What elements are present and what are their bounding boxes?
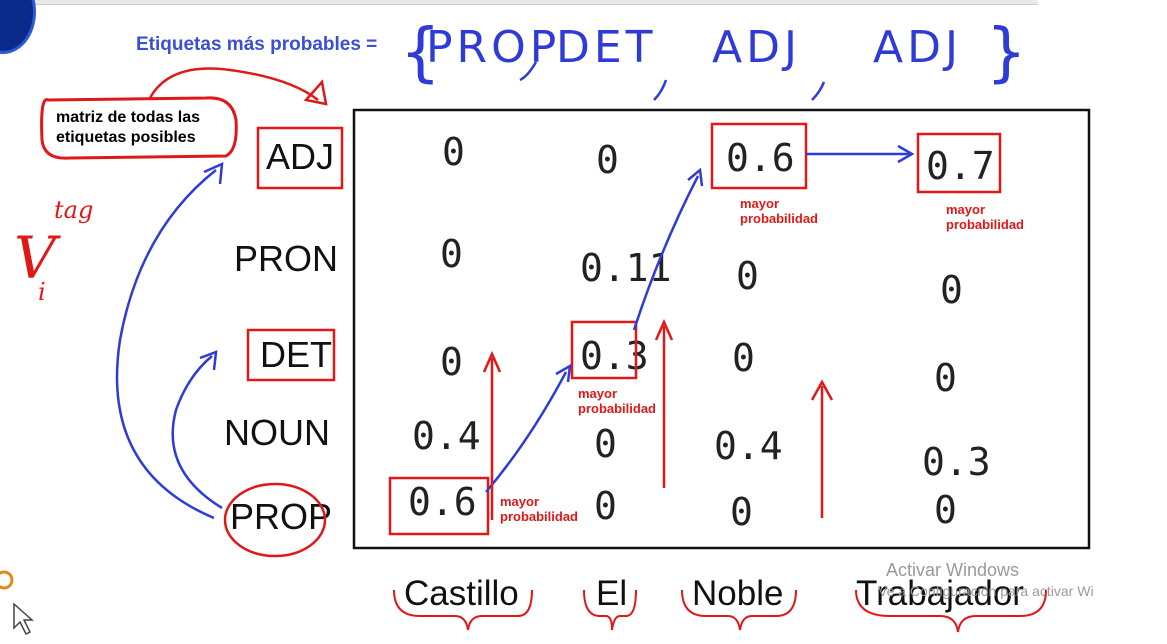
best-box-adj-noble (710, 122, 808, 190)
note-line1: mayor (946, 202, 986, 217)
word-noble: Noble (692, 574, 784, 613)
cell-prop-noble: 0 (730, 490, 753, 534)
best-box-det-el (570, 320, 638, 380)
cell-det-castillo: 0 (440, 340, 463, 384)
page-title: Etiquetas más probables = (136, 34, 378, 55)
note-line2: probabilidad (946, 217, 1024, 232)
cell-prop-trabajador: 0 (934, 488, 957, 532)
windows-watermark-title: Activar Windows (886, 560, 1020, 580)
note-line1: mayor (500, 494, 540, 509)
note-line2: probabilidad (578, 401, 656, 416)
cell-noun-el: 0 (594, 422, 617, 466)
callout-text: matriz de todas las etiquetas posibles (56, 109, 201, 146)
tag-box-det (246, 328, 336, 382)
seq-tag-4: ADJ (873, 22, 962, 73)
word-brace-noble (681, 589, 797, 631)
tag-label-noun: NOUN (224, 412, 330, 453)
word-castillo: Castillo (404, 574, 519, 613)
seq-tag-2: DET (556, 22, 657, 73)
cell-det-noble: 0 (732, 336, 755, 380)
cell-pron-trabajador: 0 (940, 268, 963, 312)
best-box-adj-trabajador (916, 132, 1002, 194)
tag-circle-prop (223, 482, 327, 558)
cell-adj-noble: 0.6 (726, 136, 795, 180)
viterbi-symbol-base: V (14, 224, 56, 292)
path-arrow-1 (485, 371, 568, 493)
color-palette-icon (0, 570, 14, 590)
note-line2: probabilidad (740, 211, 818, 226)
word-brace-el (583, 589, 637, 631)
tag-label-det: DET (260, 334, 332, 375)
tags-arrow-to-adj (115, 169, 217, 520)
callout-arrow (148, 67, 319, 101)
matrix-frame (352, 108, 1091, 550)
tag-label-prop: PROP (230, 496, 333, 537)
cell-prop-el: 0 (594, 484, 617, 528)
path-arrow-2 (632, 175, 700, 331)
close-brace-icon: } (986, 16, 1031, 90)
cell-noun-trabajador: 0.3 (922, 440, 991, 484)
tag-label-pron: PRON (234, 238, 339, 279)
word-el: El (596, 574, 628, 613)
cell-noun-noble: 0.4 (714, 424, 783, 468)
cell-adj-castillo: 0 (442, 130, 465, 174)
cell-pron-castillo: 0 (440, 232, 463, 276)
word-brace-castillo (393, 589, 533, 631)
viterbi-symbol-subscript: i (38, 278, 46, 306)
note-line1: mayor (740, 196, 780, 211)
seq-tag-3: ADJ (712, 22, 801, 73)
word-brace-trabajador (855, 589, 1047, 633)
cell-prop-castillo: 0.6 (408, 480, 477, 524)
cell-adj-trabajador: 0.7 (926, 144, 995, 188)
note-line1: mayor (578, 386, 618, 401)
windows-watermark-subtitle: Ve a Configuración para activar Wi (878, 583, 1094, 599)
tags-arrow-to-det (171, 355, 223, 510)
open-brace-icon: { (400, 16, 445, 90)
best-box-prop-castillo (388, 476, 490, 536)
cursor-icon (13, 602, 34, 636)
cell-adj-el: 0 (596, 138, 619, 182)
viterbi-symbol-superscript: tag (54, 196, 94, 224)
word-trabajador: Trabajador (856, 574, 1024, 613)
note-max-prob-det-el: mayor probabilidad (578, 386, 656, 416)
note-max-prob-adj-trabajador: mayor probabilidad (946, 202, 1024, 232)
note-max-prob-prop-castillo: mayor probabilidad (500, 494, 578, 524)
top-strip (34, 0, 1038, 5)
note-max-prob-adj-noble: mayor probabilidad (740, 196, 818, 226)
cell-pron-noble: 0 (736, 254, 759, 298)
tag-label-adj: ADJ (266, 136, 335, 177)
tag-box-adj (256, 126, 344, 190)
callout-bubble (40, 96, 238, 160)
cell-noun-castillo: 0.4 (412, 414, 481, 458)
cell-det-trabajador: 0 (934, 356, 957, 400)
callout-arrowhead (303, 79, 328, 106)
note-line2: probabilidad (500, 509, 578, 524)
